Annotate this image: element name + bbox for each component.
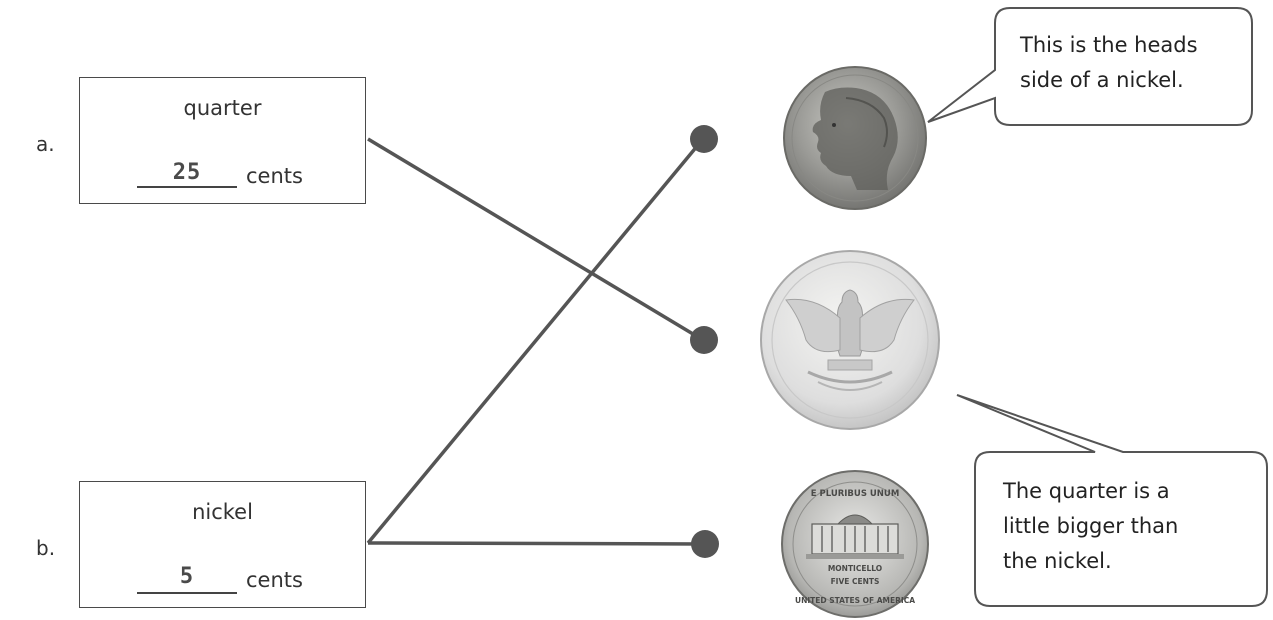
match-dot-1[interactable] (690, 125, 718, 153)
nickel-tails-icon: E PLURIBUS UNUM MONTICELLO FIVE CENTS UN… (782, 471, 928, 617)
nickel-country-label: UNITED STATES OF AMERICA (795, 596, 915, 605)
nickel-monticello-label: MONTICELLO (828, 564, 882, 573)
quarter-callout-line-2: little bigger than (1003, 509, 1178, 544)
nickel-motto: E PLURIBUS UNUM (811, 489, 900, 499)
match-line-nickel-heads (368, 139, 703, 543)
nickel-heads-icon (784, 67, 926, 209)
nickel-callout-line-2: side of a nickel. (1020, 63, 1198, 98)
match-dot-3[interactable] (691, 530, 719, 558)
nickel-cents-label: FIVE CENTS (831, 577, 880, 586)
match-line-quarter (368, 139, 703, 340)
nickel-callout-line-1: This is the heads (1020, 28, 1198, 63)
match-line-nickel-tails (368, 543, 703, 544)
nickel-callout-text: This is the heads side of a nickel. (1020, 28, 1198, 98)
match-dot-2[interactable] (690, 326, 718, 354)
quarter-callout-line-3: the nickel. (1003, 544, 1178, 579)
quarter-callout-text: The quarter is a little bigger than the … (1003, 474, 1178, 579)
quarter-callout-line-1: The quarter is a (1003, 474, 1178, 509)
quarter-tails-icon (761, 251, 939, 429)
